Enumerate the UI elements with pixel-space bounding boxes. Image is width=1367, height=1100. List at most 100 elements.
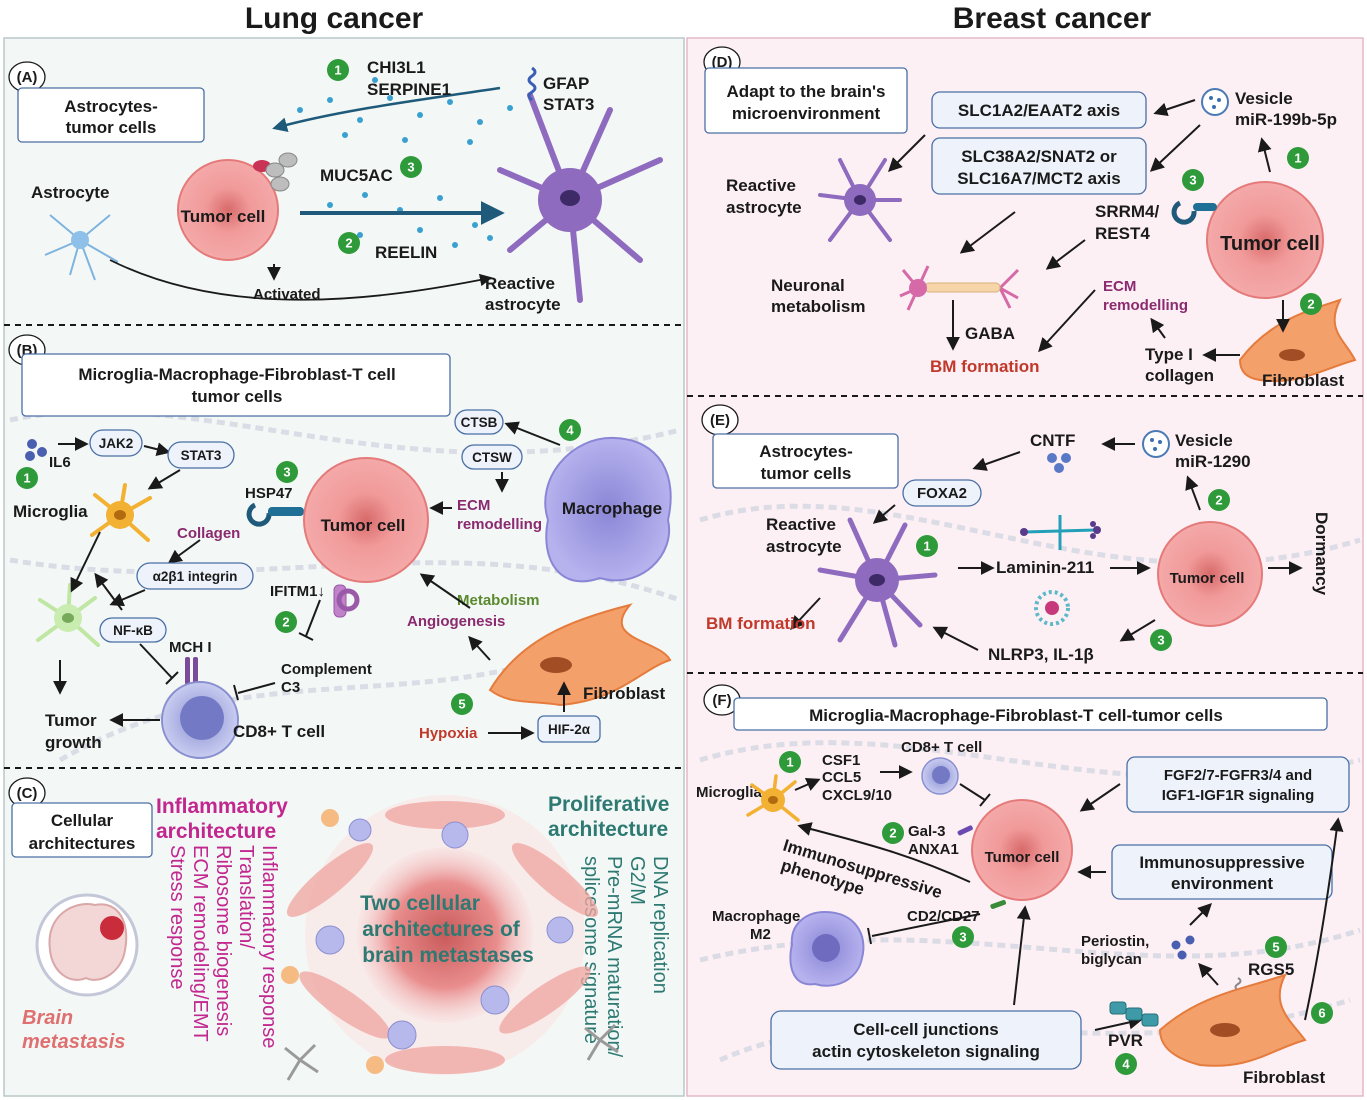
astrocyte-small-a [44,214,119,281]
panel-c-title-2: architectures [29,834,136,853]
label-type1-1: Type I [1145,345,1193,364]
chi3l1-arrow [272,86,501,133]
panel-a-title-box [17,87,205,143]
label-jak2: JAK2 [99,436,134,451]
label-srrm4-1: SRRM4/ [1095,202,1160,221]
label-muc5ac: MUC5AC [320,166,393,185]
label-center-1: Two cellular [360,892,480,915]
pvr-receptor [1109,1001,1159,1027]
label-env-2: environment [1171,874,1273,893]
label-anxa1: ANXA1 [908,841,959,858]
svg-text:1: 1 [1294,151,1301,166]
glial-cells [284,1023,619,1081]
label-gaba: GABA [965,324,1015,343]
panel-d-title-1: Adapt to the brain's [727,82,886,101]
svg-text:1: 1 [23,471,30,486]
label-hypoxia: Hypoxia [419,725,478,742]
svg-text:2: 2 [282,615,289,630]
svg-text:3: 3 [1189,173,1196,188]
label-metabolism: Metabolism [457,592,540,609]
secreted-factor-dots [297,77,513,248]
panel-d-tag: (D) [712,54,733,71]
label-reactive-e-1: Reactive [766,515,836,534]
panel-b-title-1: Microglia-Macrophage-Fibroblast-T cell [78,365,395,384]
label-collagen: Collagen [177,525,240,542]
label-prolif-2: architecture [548,818,668,841]
panel-b-title-box [21,353,451,417]
label-tumor-cell-a: Tumor cell [181,207,266,226]
svg-text:6: 6 [1318,1006,1325,1021]
microglia-cell-b [90,483,152,542]
label-srrm4-2: REST4 [1095,224,1150,243]
badge-d-1: 1 [1287,147,1309,169]
label-ecm-d-1: ECM [1103,278,1136,295]
svg-text:DNA replication: DNA replication [649,856,671,994]
label-neuronal-2: metabolism [771,297,865,316]
label-fibroblast-d: Fibroblast [1262,371,1345,390]
label-hsp47: HSP47 [245,485,293,502]
label-vesicle-e-1: Vesicle [1175,431,1233,450]
badge-f-6: 6 [1311,1002,1333,1024]
label-cxcl: CXCL9/10 [822,787,892,804]
label-astrocyte: Astrocyte [31,183,109,202]
label-microglia-f: Microglia [696,784,763,801]
panel-b: (B) Microglia-Macrophage-Fibroblast-T ce… [8,334,672,759]
svg-text:3: 3 [959,930,966,945]
panel-d-title-box [704,67,908,134]
label-ecm-d-2: remodelling [1103,297,1188,314]
label-vesicle-d-2: miR-199b-5p [1235,110,1337,129]
svg-text:3: 3 [1157,633,1164,648]
microglia-green [36,583,100,647]
label-integrin: α2β1 integrin [153,569,238,584]
label-junction-1: Cell-cell junctions [853,1020,998,1039]
label-brain-2: metastasis [22,1031,125,1053]
label-fibroblast-f: Fibroblast [1243,1068,1326,1087]
macrophage-b [544,436,672,583]
reactive-astrocyte-e [817,517,938,648]
panel-d: (D) Adapt to the brain's microenvironmen… [703,46,1357,390]
svg-text:2: 2 [889,826,896,841]
panel-f-title-box [733,697,1328,731]
tumor-cell-a [177,159,279,261]
label-vesicle-e-2: miR-1290 [1175,452,1251,471]
label-inflam-1: Inflammatory [156,795,288,818]
panel-a-title-2: tumor cells [66,118,157,137]
badge-b-3: 3 [276,461,298,483]
badge-e-2: 2 [1208,489,1230,511]
panel-e-title-1: Astrocytes- [759,442,853,461]
label-stat3-b: STAT3 [181,448,222,463]
label-reactive-a-1: Reactive [485,274,555,293]
label-nfkb: NF-κB [113,623,153,638]
svg-text:Ribosome biogenesis: Ribosome biogenesis [212,845,234,1036]
immune-cells [315,818,574,1050]
laminin-icon [1024,515,1096,550]
svg-text:4: 4 [566,423,574,438]
panel-d-title-2: microenvironment [732,104,881,123]
metastasis-core [357,847,533,1023]
label-gfap: GFAP [543,74,589,93]
label-cd8-b: CD8+ T cell [233,722,325,741]
label-reactive-a-2: astrocyte [485,295,561,314]
svg-text:Pre-mRNA maturation/: Pre-mRNA maturation/ [603,856,625,1058]
label-slc38-2: SLC16A7/MCT2 axis [957,169,1120,188]
fibroblast-b [488,603,672,707]
svg-text:4: 4 [1122,1057,1130,1072]
badge-a-3: 3 [400,156,422,178]
panel-f-title: Microglia-Macrophage-Fibroblast-T cell-t… [809,706,1223,725]
svg-text:5: 5 [1272,940,1279,955]
label-macrophage-f-1: Macrophage [712,908,800,925]
svg-text:2: 2 [1215,493,1222,508]
svg-text:1: 1 [786,755,793,770]
badge-e-1: 1 [916,535,938,557]
label-ifitm1: IFITM1↓ [270,583,325,600]
panel-f: (F) Microglia-Macrophage-Fibroblast-T ce… [696,684,1350,1087]
label-nlrp3: NLRP3, IL-1β [988,645,1094,664]
label-center-2: architectures of [362,918,521,941]
panel-b-title-2: tumor cells [192,387,283,406]
label-tumor-growth-2: growth [45,733,102,752]
label-inflam-2: architecture [156,820,276,843]
label-serpine1: SERPINE1 [367,80,451,99]
tumor-cell-e [1157,521,1263,627]
label-junction-2: actin cytoskeleton signaling [812,1042,1040,1061]
svg-text:2: 2 [345,236,352,251]
